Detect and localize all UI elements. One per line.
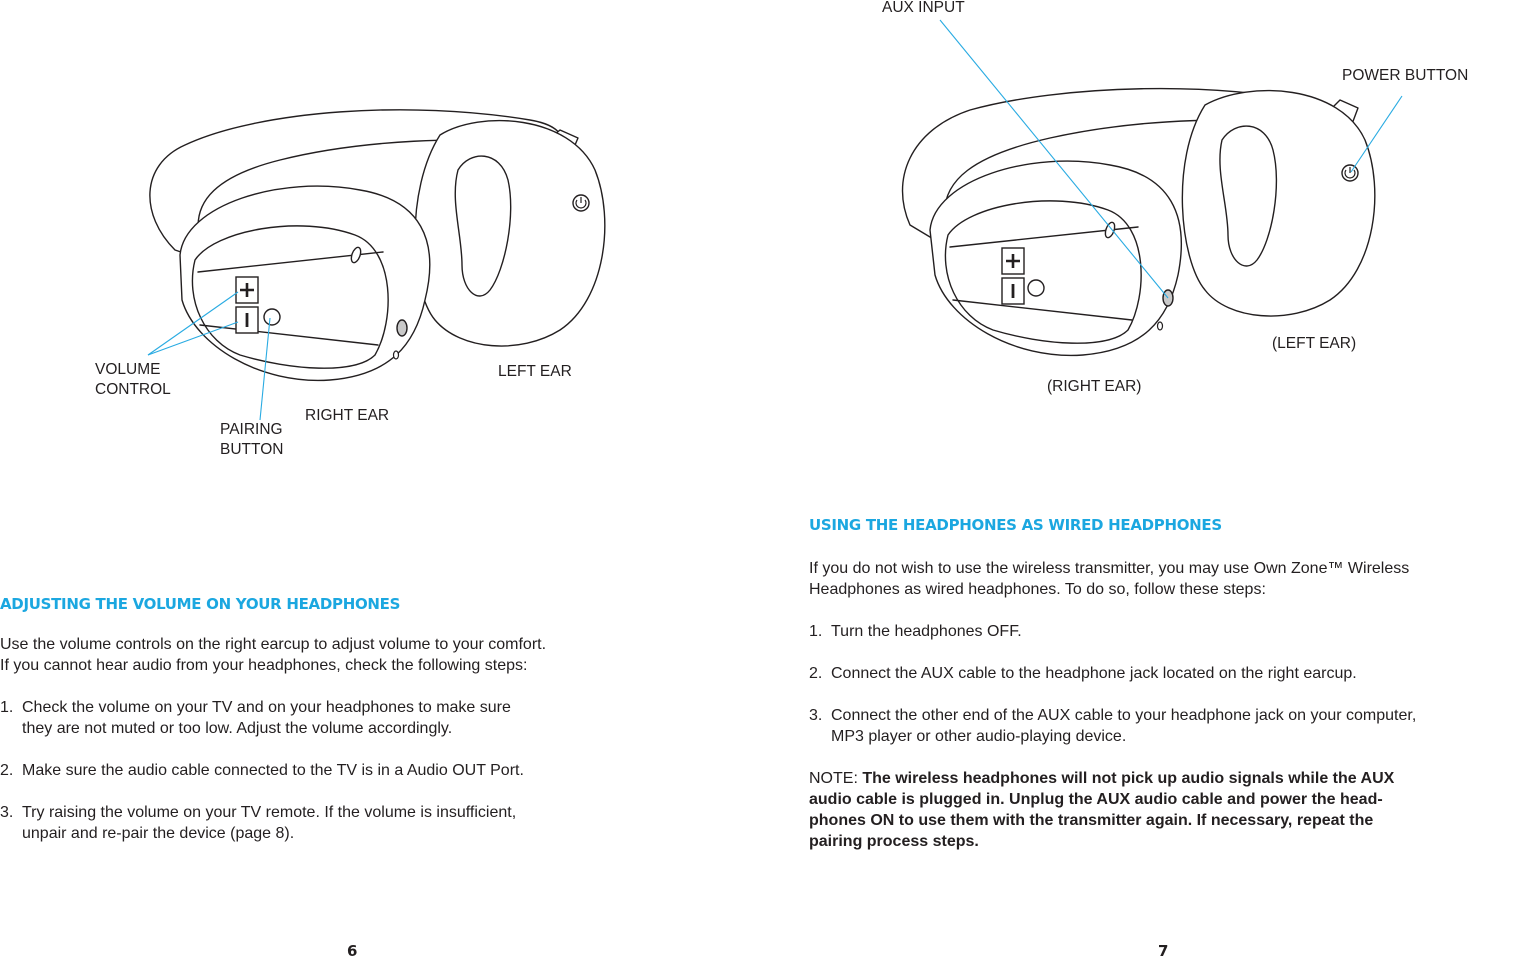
power-button-label: POWER BUTTON: [1342, 67, 1469, 84]
power-icon: [572, 194, 590, 212]
volume-instructions: Use the volume controls on the right ear…: [0, 634, 740, 844]
wired-instructions: If you do not wish to use the wireless t…: [809, 558, 1521, 852]
note-line: pairing process steps.: [809, 833, 979, 850]
plus-icon: [235, 276, 259, 304]
step-line: MP3 player or other audio-playing device…: [831, 728, 1127, 745]
step-number: 3.: [0, 804, 14, 821]
note-line: The wireless headphones will not pick up…: [862, 770, 1395, 787]
section-heading: USING THE HEADPHONES AS WIRED HEADPHONES: [809, 516, 1222, 534]
minus-icon: [1001, 277, 1025, 305]
step-line: Check the volume on your TV and on your …: [22, 699, 511, 716]
step-line: unpair and re-pair the device (page 8).: [22, 825, 295, 842]
step-line: Try raising the volume on your TV remote…: [22, 804, 517, 821]
step-item: 1. Turn the headphones OFF.: [809, 621, 1521, 642]
step-number: 2.: [0, 762, 14, 779]
plus-icon: [1001, 247, 1025, 275]
headphones-illustration-left: [147, 109, 606, 421]
step-item: 3. Try raising the volume on your TV rem…: [0, 802, 740, 844]
volume-control-label: VOLUME CONTROL: [95, 361, 171, 398]
note-line: phones ON to use them with the transmitt…: [809, 812, 1374, 829]
page-number: 7: [1158, 942, 1169, 960]
step-number: 1.: [809, 623, 823, 640]
step-line: Connect the AUX cable to the headphone j…: [831, 665, 1357, 682]
right-ear-label: RIGHT EAR: [305, 407, 390, 424]
right-ear-label: (RIGHT EAR): [1047, 378, 1142, 395]
left-page: VOLUME CONTROL PAIRING BUTTON RIGHT EAR …: [0, 0, 760, 961]
step-item: 3. Connect the other end of the AUX cabl…: [809, 705, 1521, 747]
step-line: they are not muted or too low. Adjust th…: [22, 720, 453, 737]
page-number: 6: [347, 942, 358, 960]
power-icon: [1341, 164, 1359, 182]
step-line: Connect the other end of the AUX cable t…: [831, 707, 1417, 724]
left-ear-label: (LEFT EAR): [1272, 335, 1357, 352]
intro-line: Use the volume controls on the right ear…: [0, 636, 547, 653]
step-number: 1.: [0, 699, 14, 716]
aux-input-label: AUX INPUT: [882, 0, 965, 16]
section-heading: ADJUSTING THE VOLUME ON YOUR HEADPHONES: [0, 595, 401, 613]
left-ear-label: LEFT EAR: [498, 363, 572, 380]
note-line: audio cable is plugged in. Unplug the AU…: [809, 791, 1383, 808]
minus-icon: [235, 306, 259, 334]
step-item: 2. Connect the AUX cable to the headphon…: [809, 663, 1521, 684]
step-item: 2. Make sure the audio cable connected t…: [0, 760, 740, 781]
step-line: Make sure the audio cable connected to t…: [22, 762, 524, 779]
intro-line: If you do not wish to use the wireless t…: [809, 560, 1410, 577]
headphones-illustration-right: [901, 19, 1403, 357]
right-page: AUX INPUT POWER BUTTON (LEFT EAR) (RIGHT…: [760, 0, 1521, 961]
intro-line: Headphones as wired headphones. To do so…: [809, 581, 1266, 598]
intro-line: If you cannot hear audio from your headp…: [0, 657, 528, 674]
step-line: Turn the headphones OFF.: [831, 623, 1022, 640]
step-item: 1. Check the volume on your TV and on yo…: [0, 697, 740, 739]
note-paragraph: NOTE: The wireless headphones will not p…: [809, 768, 1521, 789]
step-number: 2.: [809, 665, 823, 682]
step-number: 3.: [809, 707, 823, 724]
note-label: NOTE:: [809, 770, 863, 787]
pairing-button-label: PAIRING BUTTON: [220, 421, 284, 458]
